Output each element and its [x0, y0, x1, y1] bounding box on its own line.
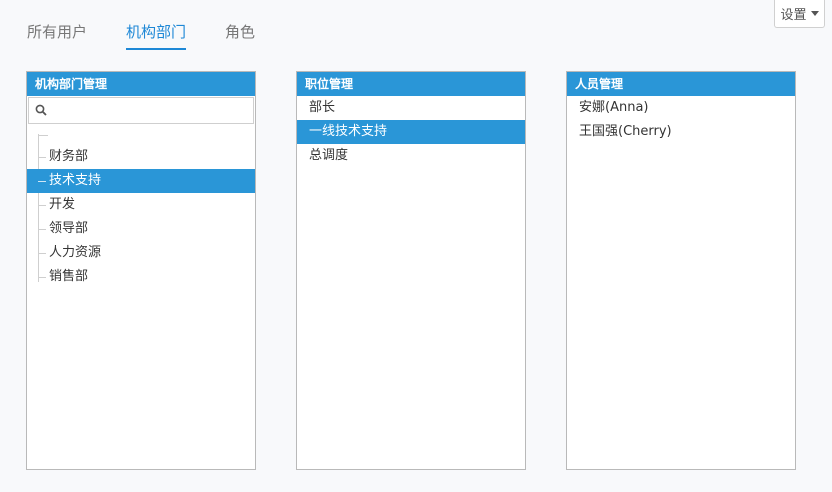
- person-item-cherry[interactable]: 王国强(Cherry): [579, 124, 672, 139]
- org-search-box: [28, 97, 254, 124]
- position-item-tier1-support[interactable]: 一线技术支持: [297, 120, 525, 144]
- tree-item-tech-support[interactable]: 技术支持: [27, 169, 255, 193]
- position-item-minister[interactable]: 部长: [309, 100, 336, 115]
- org-search-input[interactable]: [53, 100, 247, 122]
- search-icon: [35, 104, 47, 116]
- org-panel-title: 机构部门管理: [27, 72, 255, 96]
- people-panel: 人员管理 安娜(Anna) 王国强(Cherry): [566, 71, 796, 470]
- tree-item-label: 财务部: [49, 149, 89, 164]
- settings-label: 设置: [780, 8, 807, 23]
- tree-connector: [38, 134, 39, 282]
- tree-item-leadership[interactable]: 领导部: [27, 217, 255, 241]
- org-tree: 财务部 技术支持 开发 领导部 人力资源 销售部: [27, 134, 255, 289]
- position-panel-title: 职位管理: [297, 72, 525, 96]
- tree-item-sales[interactable]: 销售部: [27, 265, 255, 289]
- tree-item-finance[interactable]: 财务部: [27, 145, 255, 169]
- position-item-dispatcher[interactable]: 总调度: [309, 148, 349, 163]
- tab-departments[interactable]: 机构部门: [126, 22, 187, 50]
- tab-roles[interactable]: 角色: [225, 23, 256, 41]
- tree-root: [27, 134, 255, 145]
- tree-item-label: 领导部: [49, 221, 89, 236]
- position-panel: 职位管理 部长 一线技术支持 总调度: [296, 71, 526, 470]
- tree-item-label: 技术支持: [49, 173, 102, 188]
- tab-all-users[interactable]: 所有用户: [27, 23, 88, 41]
- org-panel: 机构部门管理 财务部 技术支持 开发 领导部 人力资源 销售部: [26, 71, 256, 470]
- tree-item-label: 开发: [49, 197, 76, 212]
- settings-dropdown[interactable]: 设置: [774, 0, 825, 28]
- people-panel-title: 人员管理: [567, 72, 795, 96]
- tree-item-hr[interactable]: 人力资源: [27, 241, 255, 265]
- tree-item-label: 销售部: [49, 269, 89, 284]
- caret-down-icon: [810, 11, 819, 16]
- tree-item-label: 人力资源: [49, 245, 102, 260]
- tree-item-development[interactable]: 开发: [27, 193, 255, 217]
- person-item-anna[interactable]: 安娜(Anna): [579, 100, 649, 115]
